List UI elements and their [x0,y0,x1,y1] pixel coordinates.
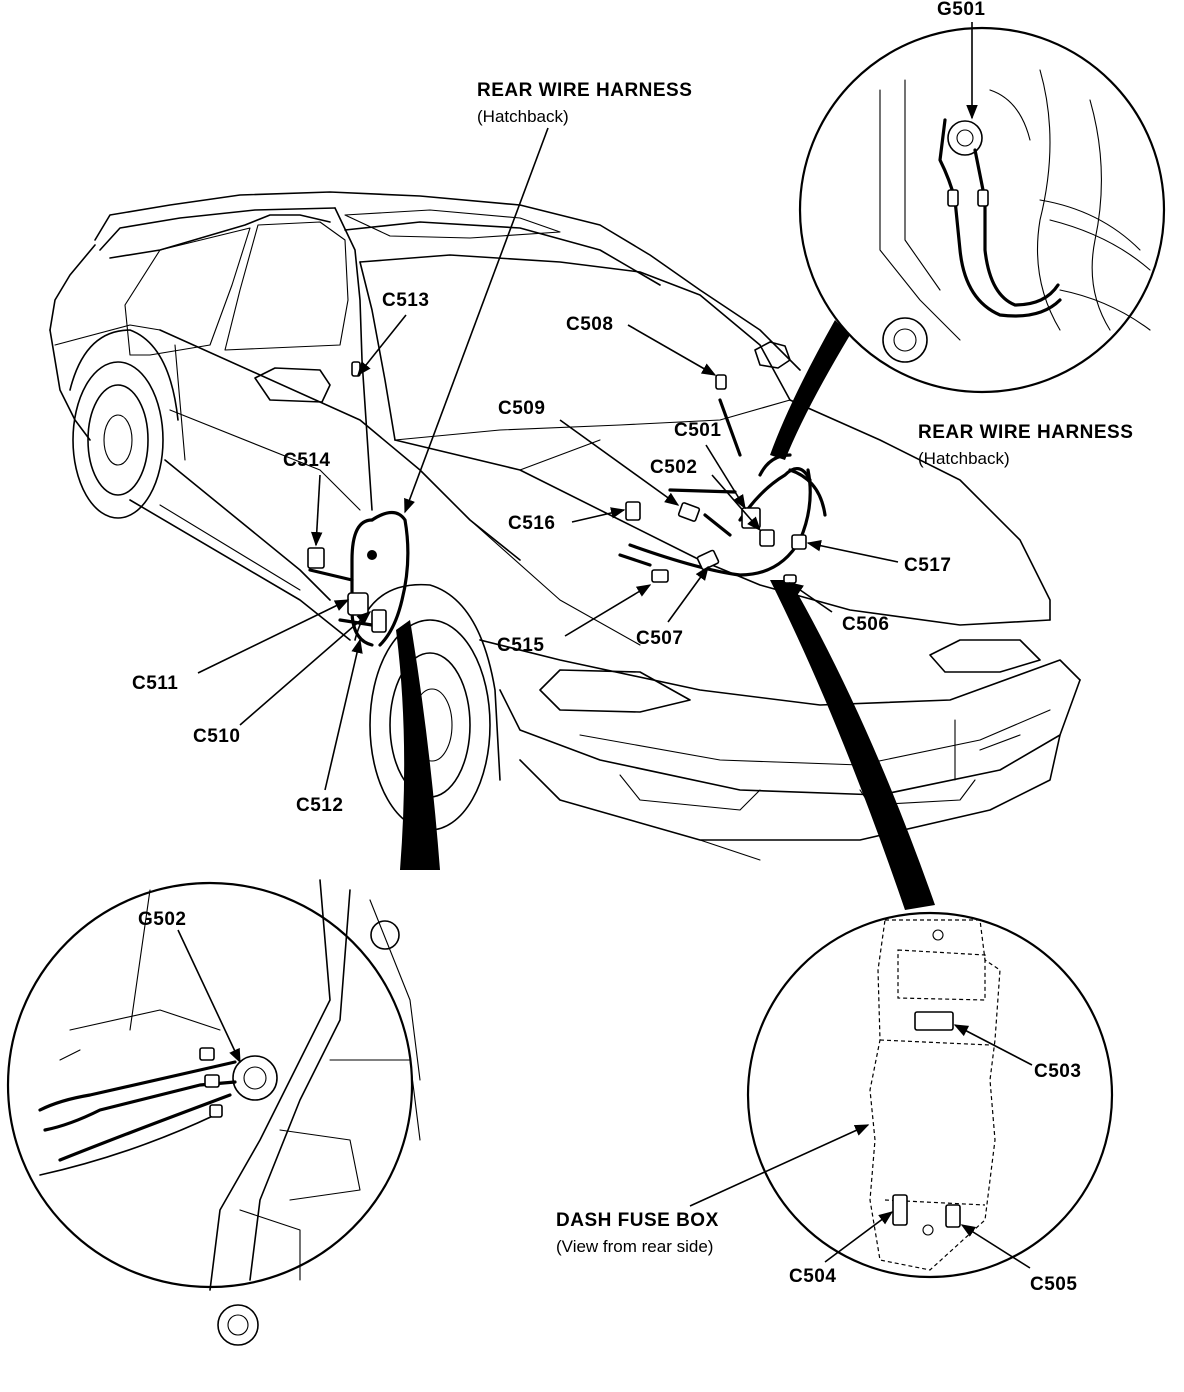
label-c503: C503 [1034,1061,1081,1082]
inset-g502 [6,879,421,1346]
harness-wiring [307,320,935,910]
label-rear-harness-top: REAR WIRE HARNESS [477,80,692,101]
label-rear-harness-right: REAR WIRE HARNESS [918,422,1133,443]
inset-dash-fuse-box [746,911,1114,1279]
label-c513: C513 [382,290,429,311]
inset-g501 [798,26,1166,394]
label-c517: C517 [904,555,951,576]
label-g502: G502 [138,909,186,930]
label-c514: C514 [283,450,330,471]
label-g501: G501 [937,0,985,20]
label-c505: C505 [1030,1274,1077,1295]
label-c501: C501 [674,420,721,441]
callout-labels: G501 REAR WIRE HARNESS (Hatchback) C513 … [132,0,1133,1295]
label-c510: C510 [193,726,240,747]
label-c507: C507 [636,628,683,649]
label-c506: C506 [842,614,889,635]
label-c502: C502 [650,457,697,478]
car-illustration [49,191,1081,861]
label-dash-fuse-box-sub: (View from rear side) [556,1237,713,1256]
label-c504: C504 [789,1266,836,1287]
label-rear-harness-top-sub: (Hatchback) [477,107,569,126]
label-c508: C508 [566,314,613,335]
label-c511: C511 [132,673,178,694]
label-c515: C515 [497,635,544,656]
leader-lines [177,22,1033,1269]
label-c516: C516 [508,513,555,534]
label-c509: C509 [498,398,545,419]
label-dash-fuse-box: DASH FUSE BOX [556,1210,719,1231]
label-c512: C512 [296,795,343,816]
label-rear-harness-right-sub: (Hatchback) [918,449,1010,468]
